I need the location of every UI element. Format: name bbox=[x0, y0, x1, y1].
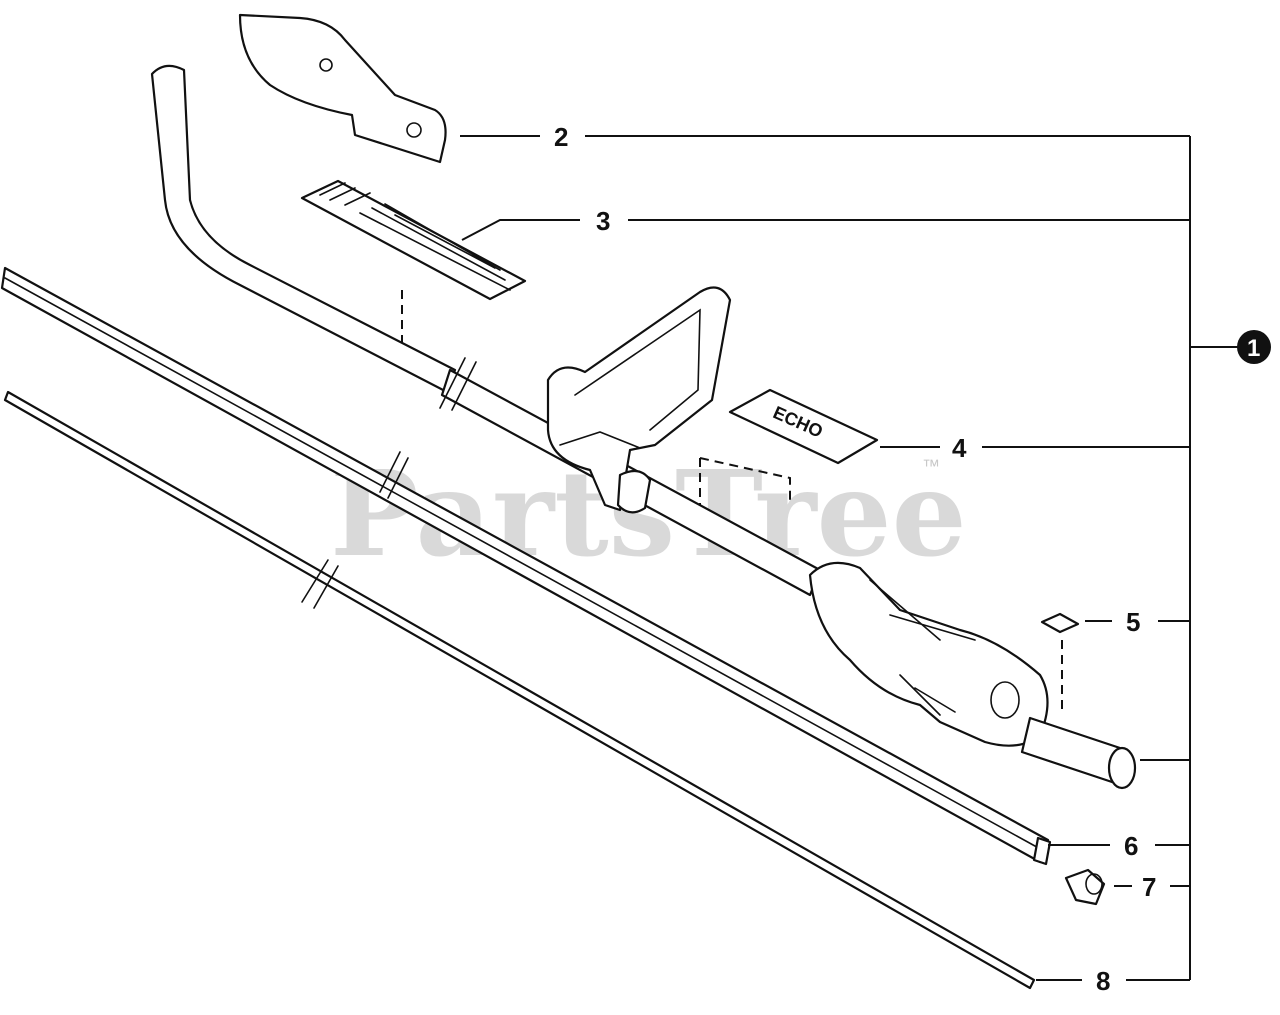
watermark-trademark: ™ bbox=[922, 456, 940, 476]
callout-2: 2 bbox=[554, 122, 568, 152]
leader-lines bbox=[460, 135, 1238, 981]
rail-break-mark bbox=[379, 451, 409, 499]
callout-3: 3 bbox=[596, 206, 610, 236]
part-6-rail[interactable] bbox=[0, 266, 1052, 866]
part-4-decal[interactable]: ECHO bbox=[728, 388, 879, 465]
shaft-break-mark-2 bbox=[451, 361, 477, 411]
part-5-key[interactable] bbox=[1040, 612, 1080, 634]
drive-tube-end[interactable] bbox=[1020, 716, 1137, 790]
part-4-guide-line bbox=[699, 457, 791, 505]
assembly-callout-1[interactable]: 1 bbox=[1237, 330, 1271, 364]
callout-8: 8 bbox=[1096, 966, 1110, 996]
part-3-warning-label[interactable] bbox=[300, 179, 527, 301]
callout-7: 7 bbox=[1142, 872, 1156, 902]
part-2-shield-plate[interactable] bbox=[238, 13, 447, 164]
part-7-bushing[interactable] bbox=[1064, 868, 1106, 906]
callout-5: 5 bbox=[1126, 607, 1140, 637]
shaft-break-mark bbox=[439, 357, 466, 409]
loop-handle[interactable] bbox=[546, 286, 732, 514]
throttle-grip[interactable] bbox=[808, 561, 1049, 747]
assembly-number: 1 bbox=[1247, 335, 1260, 362]
shaft-break-mark-3 bbox=[301, 559, 339, 609]
callout-6: 6 bbox=[1124, 831, 1138, 861]
part-8-flex-shaft[interactable] bbox=[3, 390, 1036, 990]
callout-4: 4 bbox=[952, 433, 967, 463]
